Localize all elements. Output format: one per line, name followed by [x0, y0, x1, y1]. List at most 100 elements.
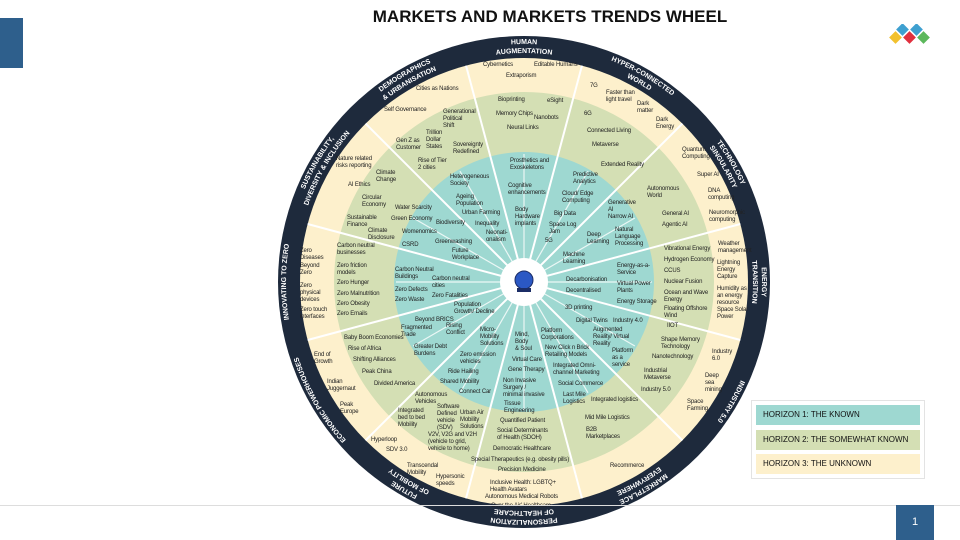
trend-item: Space Solar Power — [717, 307, 749, 320]
trend-item: Quantified Patient — [500, 418, 545, 424]
trend-item: Zero emission vehicles — [460, 352, 496, 365]
sector-label-line: PERSONALIZATION — [490, 516, 558, 525]
trend-item: Peak Europe — [340, 402, 359, 415]
sector-divider — [528, 302, 583, 499]
trend-item: AI Ethics — [348, 182, 371, 188]
trend-item: Recommerce — [610, 463, 645, 469]
trend-item: Carbon neutral cities — [432, 276, 470, 289]
trend-item: Population Growth/ Decline — [454, 302, 495, 315]
sector-divider — [364, 296, 510, 442]
trend-item: Machine Learning — [563, 252, 586, 265]
trend-item: Indian Juggernaut — [327, 379, 356, 392]
inner-spoke — [412, 292, 506, 347]
inner-spoke — [534, 170, 589, 264]
sector-label-line: OF HEALTHCARE — [493, 507, 554, 516]
sector-divider — [538, 122, 684, 268]
trend-item: Nuclear Fusion — [664, 279, 703, 285]
trend-item: Hypersonic speeds — [436, 474, 465, 487]
inner-spoke — [459, 170, 514, 264]
trend-item: 3D printing — [565, 305, 593, 311]
trend-item: Neural Links — [507, 125, 539, 131]
trend-item: Industry 6.0 — [712, 349, 733, 362]
trend-item: Micro- Mobility Solutions — [480, 327, 504, 347]
trend-item: Biodiversity — [436, 220, 465, 226]
trend-item: Ageing Population — [456, 194, 483, 207]
trend-item: Big Data — [554, 211, 576, 217]
trend-item: Last Mile Logistics — [563, 392, 586, 405]
sector-label-line: AUGMENTATION — [495, 48, 552, 57]
trend-item: Zero Diseases — [300, 248, 324, 261]
trend-item: Lightning Energy Capture — [717, 260, 741, 280]
crystal-ball-base — [517, 288, 531, 292]
trend-item: eSight — [547, 98, 564, 104]
trend-item: Zero Defects — [395, 287, 428, 293]
trend-item: Neonati- onalism — [486, 230, 508, 243]
sector-label-line: ENERGY — [760, 267, 767, 297]
trend-item: Trillion Dollar States — [426, 130, 443, 150]
trend-item: Generational Political Shift — [443, 109, 476, 129]
trend-item: Climate Disclosure — [368, 228, 395, 241]
trend-item: Super AI — [697, 172, 719, 178]
sector-label: ENERGY — [760, 267, 767, 297]
trend-item: Mind, Body & Soul — [515, 332, 532, 352]
trend-item: Cloud/ Edge Computing — [562, 191, 594, 204]
trend-item: Predictive Analytics — [573, 172, 598, 185]
trend-item: Special Therapeutics (e.g. obesity pills… — [471, 457, 570, 463]
trend-item: New Click n Brick Retailing Models — [545, 345, 590, 358]
trend-item: Tissue Engineering — [504, 401, 535, 414]
trend-item: Urban Air Mobility Solutions — [460, 410, 484, 430]
legend-horizon-2: HORIZON 2: THE SOMEWHAT KNOWN — [756, 430, 920, 450]
sector-label: OF HEALTHCARE — [493, 507, 554, 516]
trend-item: Autonomous Vehicles — [415, 392, 448, 405]
trend-item: Zero Fatalities — [432, 293, 468, 299]
sector-divider — [528, 65, 583, 262]
trend-item: Decarbonisation — [566, 277, 608, 283]
trend-item: Augmented Reality/ Virtual Reality — [593, 327, 630, 347]
trend-item: Prosthetics and Exoskeletons — [510, 158, 550, 171]
trend-item: Sustainable Finance — [347, 215, 377, 228]
legend-horizon-3: HORIZON 3: THE UNKNOWN — [756, 454, 920, 474]
trend-item: Zero Waste — [395, 297, 425, 303]
trend-item: Editable Humans — [534, 62, 578, 68]
trend-item: Rising Conflict — [446, 323, 465, 336]
footer-divider — [0, 505, 960, 506]
trend-item: Neuromorphic computing — [709, 210, 745, 223]
trend-item: Decentralised — [566, 288, 601, 294]
trend-item: Nature related risks reporting — [336, 156, 372, 169]
sector-divider — [465, 65, 520, 262]
trend-item: Beyond Zero — [300, 263, 320, 276]
trend-item: CCUS — [664, 268, 681, 274]
trend-item: Peak China — [362, 369, 392, 375]
trend-item: Industrial Metaverse — [644, 368, 671, 381]
trend-item: 7G — [590, 83, 598, 89]
trend-item: Rise of Africa — [348, 346, 382, 352]
trend-item: Memory Chips — [496, 111, 533, 117]
sector-label-line: INNOVATING TO ZERO — [281, 243, 291, 321]
trend-item: Natural Language Processing — [615, 227, 644, 247]
trend-item: Agentic AI — [662, 222, 688, 228]
trend-item: Zero touch interfaces — [300, 307, 328, 320]
trend-item: Shifting Alliances — [353, 357, 396, 363]
trend-item: Mid Mile Logistics — [585, 415, 630, 421]
trend-item: Rise of Tier 2 cities — [418, 158, 447, 171]
trend-item: Generative AI Narrow AI — [608, 200, 636, 220]
sector-divider — [465, 302, 520, 499]
trend-item: Greater Debt Burdens — [414, 344, 447, 357]
trend-item: CSRD — [402, 242, 419, 248]
inner-spoke — [459, 300, 514, 394]
company-logo — [889, 24, 930, 44]
trend-item: Green Economy — [391, 216, 433, 222]
horizon-legend: HORIZON 1: THE KNOWN HORIZON 2: THE SOME… — [751, 400, 925, 479]
trend-item: DNA computing — [708, 188, 735, 201]
trend-item: Democratic Healthcare — [493, 446, 551, 452]
sector-label: AUGMENTATION — [495, 48, 552, 57]
sector-label: PERSONALIZATION — [490, 516, 558, 525]
trend-item: Cybernetics — [483, 62, 514, 68]
trend-item: Dark Energy — [656, 117, 675, 130]
trend-item: Social Determinants of Health (SDOH) — [497, 428, 548, 441]
trend-item: Integrated Omni- channel Marketing — [553, 363, 600, 376]
sector-divider — [307, 223, 504, 278]
trend-item: Future Workplace — [452, 248, 479, 261]
page-title: MARKETS AND MARKETS TRENDS WHEEL — [372, 7, 728, 26]
